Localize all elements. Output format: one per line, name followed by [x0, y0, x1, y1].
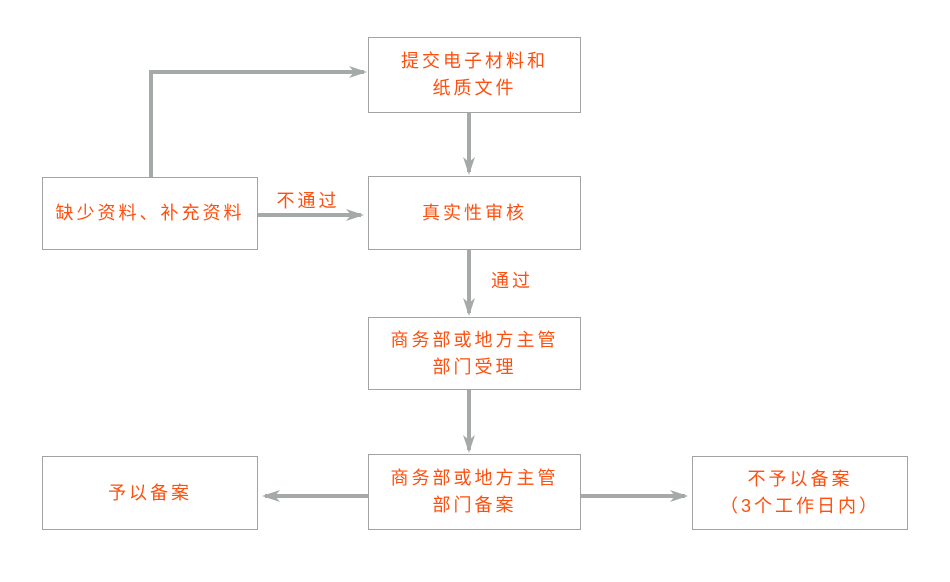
- node-filing-approved: 予以备案: [42, 456, 258, 530]
- edge-label-not-passed: 不通过: [276, 191, 340, 211]
- node-supplement-materials: 缺少资料、补充资料: [42, 177, 258, 250]
- edge-label-passed: 通过: [491, 271, 533, 291]
- node-filing-rejected: 不予以备案 （3个工作日内）: [692, 456, 908, 530]
- node-authenticity-review: 真实性审核: [368, 176, 581, 250]
- node-department-acceptance: 商务部或地方主管 部门受理: [368, 317, 581, 390]
- node-department-filing: 商务部或地方主管 部门备案: [368, 454, 581, 530]
- edge-missing-to-submit: [149, 66, 367, 177]
- node-submit-materials: 提交电子材料和 纸质文件: [368, 37, 581, 113]
